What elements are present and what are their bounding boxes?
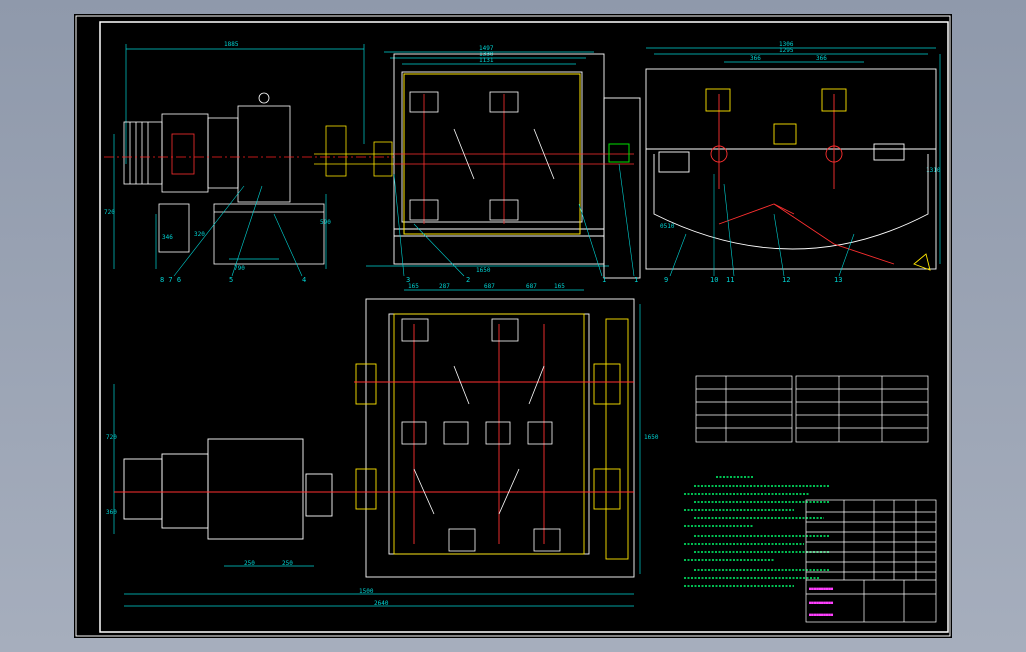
dim-label: 1500 — [359, 588, 374, 595]
dim-label: 1306 — [779, 41, 794, 48]
dim-label: 720 — [104, 209, 115, 216]
dim-label: 1885 — [224, 41, 239, 48]
dim-label: 790 — [234, 265, 245, 272]
dim-label: 165 — [408, 283, 419, 290]
dim-label: 1650 — [476, 267, 491, 274]
part-balloon: 8 7 6 — [160, 276, 181, 284]
dim-label: 590 — [320, 219, 331, 226]
dim-label: 1131 — [479, 57, 494, 64]
dim-label: 1330 — [479, 51, 494, 58]
cad-drawing: 1885 1497 1330 1131 720 590 790 1650 346… — [75, 15, 951, 637]
dim-label: 250 — [244, 560, 255, 567]
dim-label: 1497 — [479, 45, 494, 52]
part-balloon: 3 — [406, 276, 410, 284]
dim-label: 1310 — [926, 167, 941, 174]
dim-label: 320 — [194, 231, 205, 238]
part-balloon: 11 — [726, 276, 734, 284]
dim-label: 2640 — [374, 600, 389, 607]
tech-requirements-notes — [684, 476, 829, 587]
param-table-right — [795, 375, 929, 443]
svg-text:■■■■■■■■■■: ■■■■■■■■■■ — [809, 600, 834, 605]
dim-label: 360 — [106, 509, 117, 516]
part-balloon: 10 — [710, 276, 718, 284]
dim-label: 687 — [526, 283, 537, 290]
outer-border — [75, 15, 951, 637]
part-balloon: 1 — [634, 276, 638, 284]
dim-label: 0510 — [660, 223, 675, 230]
part-balloon: 13 — [834, 276, 842, 284]
drawing-sheet: 1885 1497 1330 1131 720 590 790 1650 346… — [74, 14, 952, 638]
param-table-left — [695, 375, 793, 443]
dim-label: 1650 — [644, 434, 659, 441]
plan-view: 165 287 687 687 165 720 360 250 250 1500… — [106, 283, 659, 607]
part-balloon: 2 — [466, 276, 470, 284]
part-balloon: 12 — [782, 276, 790, 284]
dim-label: 346 — [162, 234, 173, 241]
dim-label: 250 — [282, 560, 293, 567]
dim-label: 1295 — [779, 47, 794, 54]
dim-label: 366 — [816, 55, 827, 62]
dim-label: 687 — [484, 283, 495, 290]
dim-label: 287 — [439, 283, 450, 290]
part-balloon: 5 — [229, 276, 233, 284]
inner-border — [99, 21, 949, 633]
svg-text:■■■■■■■■■■: ■■■■■■■■■■ — [809, 586, 834, 591]
part-balloon: 4 — [302, 276, 306, 284]
dim-label: 720 — [106, 434, 117, 441]
part-balloon: 1 — [602, 276, 606, 284]
svg-text:■■■■■■■■■■: ■■■■■■■■■■ — [809, 612, 834, 617]
side-view: 1306 1295 366 366 1310 0510 — [645, 41, 941, 284]
part-balloon: 9 — [664, 276, 668, 284]
dim-label: 165 — [554, 283, 565, 290]
dim-label: 366 — [750, 55, 761, 62]
front-view: 1885 1497 1330 1131 720 590 790 1650 346… — [104, 41, 641, 284]
title-block — [805, 499, 937, 623]
